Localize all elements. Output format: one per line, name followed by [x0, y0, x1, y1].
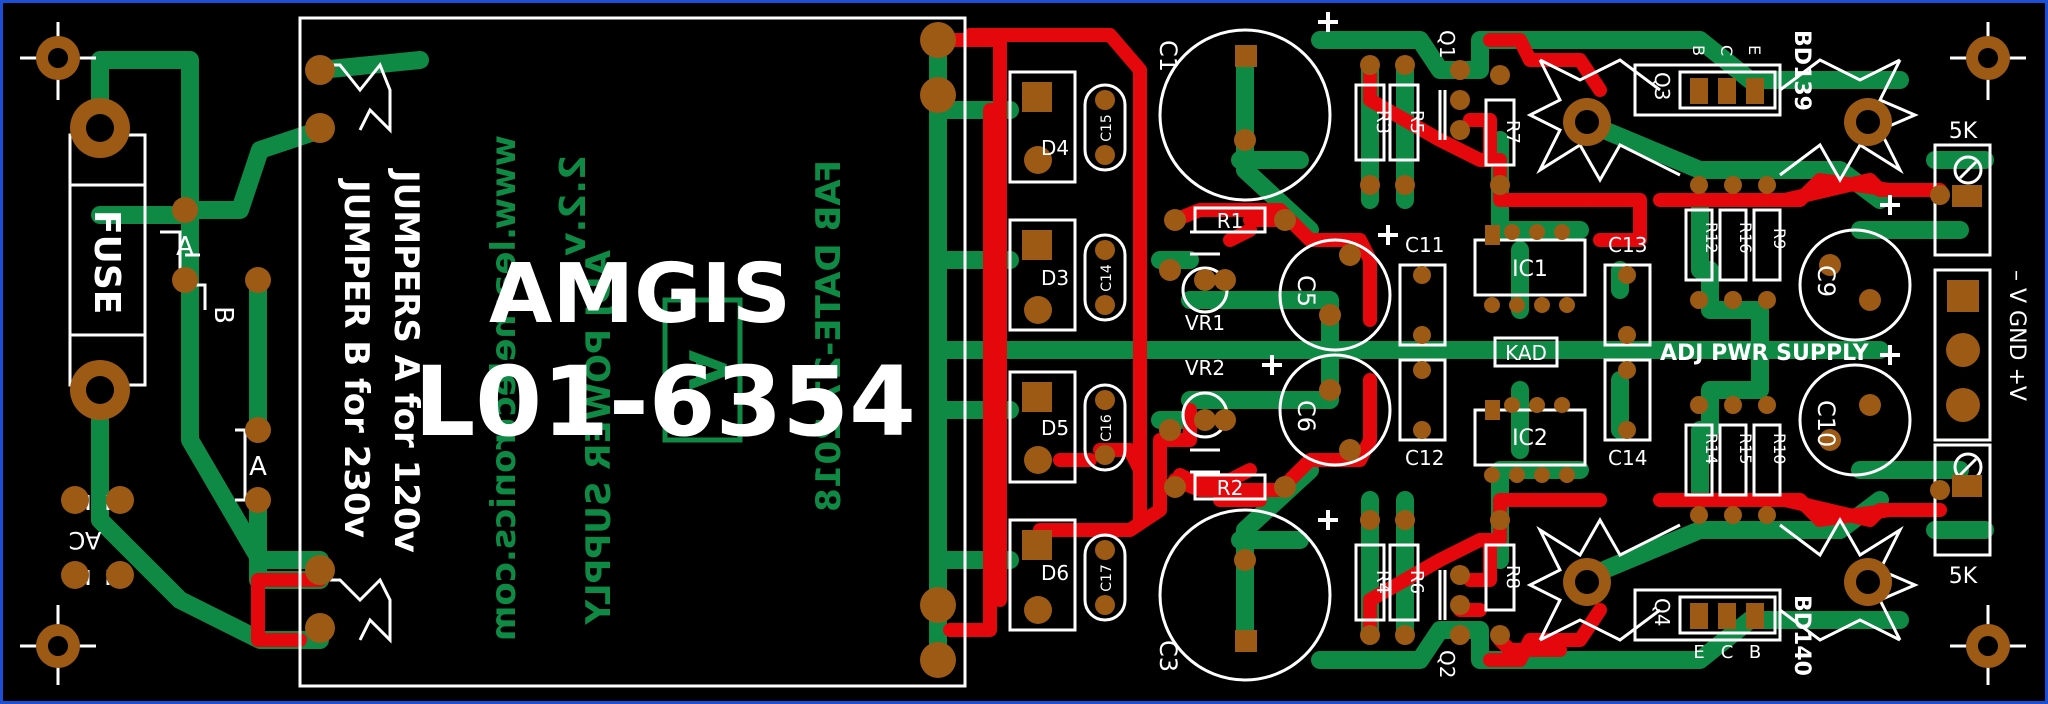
vr1-label: VR1 [1185, 311, 1225, 335]
kad-label: KAD [1505, 341, 1547, 365]
jumper-b-label: B [208, 306, 238, 324]
res-r4-label: R4 [1372, 570, 1393, 594]
q3-label: Q3 [1650, 72, 1674, 100]
version-text: 2.2.v [553, 155, 594, 256]
q4-pin-c: C [1721, 642, 1734, 663]
q4-part-label: BD140 [1789, 595, 1814, 676]
res-r7-label: R7 [1502, 120, 1523, 144]
q3-pin-b: B [1689, 45, 1708, 56]
subtitle-mirrored-text: ADJ POWER SUPPLY [579, 250, 619, 625]
logo-letter: A [676, 350, 736, 390]
cap-c10-label: C10 [1812, 400, 1840, 447]
polarity-marks [1262, 12, 1900, 530]
output-terminal-label: – V GND +V [2004, 270, 2029, 401]
fuse-label: FUSE [86, 210, 127, 314]
ac-label: AC [69, 526, 102, 554]
res-r6-label: R6 [1406, 570, 1427, 594]
res-r2-label: R2 [1217, 476, 1244, 500]
q3-part-label: BD139 [1789, 30, 1814, 111]
q3-pin-e: E [1745, 45, 1764, 55]
cap-c5-label: C5 [1292, 275, 1320, 307]
res-r5-label: R5 [1406, 110, 1427, 134]
vr2-label: VR2 [1185, 356, 1225, 380]
website-text: www.learnelectronics.com [484, 135, 524, 641]
logo-box [662, 297, 743, 443]
cap-c13-label: C13 [1608, 233, 1647, 257]
q3-pin-c: C [1717, 45, 1736, 56]
res-r3-label: R3 [1372, 110, 1393, 134]
res-r9-label: R9 [1770, 228, 1789, 249]
pot-top-label: 5K [1949, 119, 1978, 144]
q4-pin-b: B [1749, 642, 1761, 663]
q4-label: Q4 [1650, 598, 1674, 626]
c3-outline [1158, 508, 1332, 682]
cap-c1-label: C1 [1154, 40, 1182, 72]
diode-d6-label: D6 [1041, 561, 1069, 585]
pot-bottom-label: 5K [1949, 564, 1978, 589]
jumper-a-top-label: A [176, 232, 194, 262]
cap-c11-label: C11 [1405, 233, 1444, 257]
res-r14-label: R14 [1702, 433, 1721, 464]
res-r15-label: R15 [1736, 433, 1755, 464]
jumper-a-bottom-label: A [249, 452, 267, 482]
ic1-label: IC1 [1512, 257, 1548, 282]
q4-pin-e: E [1693, 642, 1704, 663]
board-code: L01-6354 [414, 346, 916, 458]
res-r10-label: R10 [1770, 433, 1789, 464]
cap-c14-label: C14 [1608, 446, 1647, 470]
cap-c15-label: C15 [1099, 114, 1115, 142]
q2-label: Q2 [1435, 650, 1459, 678]
jumper-note-120: JUMPERS A for 120v [386, 168, 426, 553]
diode-d4-label: D4 [1041, 136, 1069, 160]
res-r8-label: R8 [1502, 565, 1523, 589]
bottom-copper-text: A 2.2.v www.learnelectronics.com ADJ POW… [484, 135, 849, 641]
res-r12-label: R12 [1702, 222, 1721, 253]
res-r1-label: R1 [1217, 209, 1244, 233]
diode-d5-label: D5 [1041, 416, 1069, 440]
cap-c14d-label: C14 [1099, 264, 1115, 292]
c1-outline [1158, 28, 1332, 202]
cap-c12-label: C12 [1405, 446, 1444, 470]
jumper-note-230: JUMPER B for 230v [336, 178, 376, 538]
fab-date-text: FAB DATE-27-2018 [809, 160, 849, 512]
diode-d3-label: D3 [1041, 266, 1069, 290]
cap-c6-label: C6 [1292, 400, 1320, 432]
q1-label: Q1 [1435, 30, 1459, 58]
board-title: AMGIS [489, 247, 791, 342]
cap-c3-label: C3 [1154, 640, 1182, 672]
top-copper-layer [251, 28, 1947, 667]
cap-c9-label: C9 [1812, 265, 1840, 297]
cap-c17-label: C17 [1099, 564, 1115, 592]
cap-c16-label: C16 [1099, 414, 1115, 442]
transformer-outline [298, 16, 967, 688]
ic2-label: IC2 [1512, 426, 1548, 451]
res-r16-label: R16 [1736, 222, 1755, 253]
adj-pwr-supply-label: ADJ PWR SUPPLY [1660, 341, 1870, 366]
